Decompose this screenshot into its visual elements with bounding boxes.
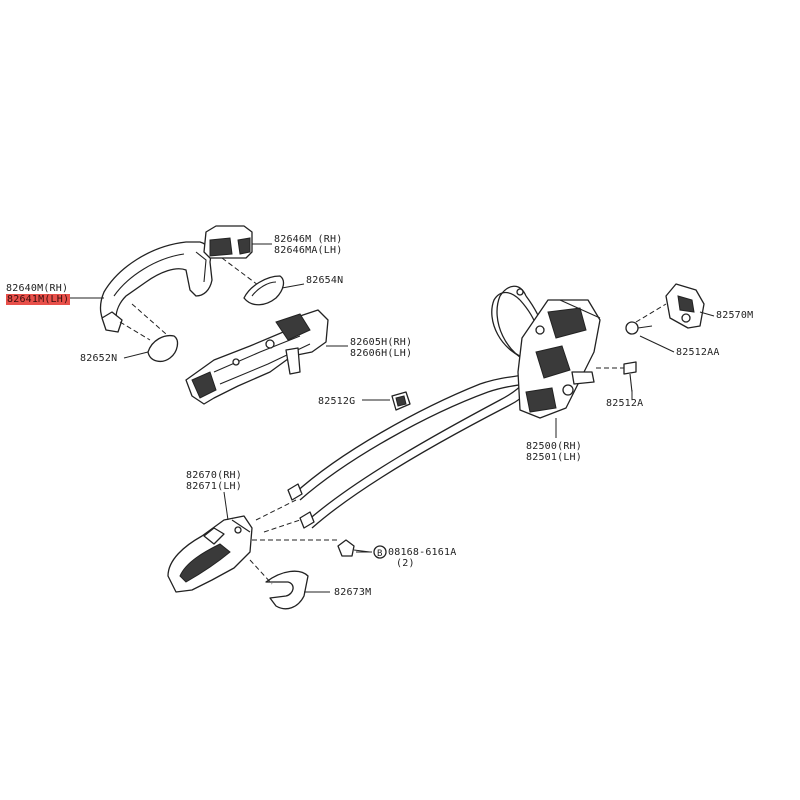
leader-lines [54,243,715,593]
label-bolt-part-number: 08168-6161A [388,547,457,558]
label-lock-actuator-lh: 82501(LH) [526,452,582,463]
striker [665,283,705,329]
control-cables [287,285,587,529]
label-lock-screw: 82512A [606,398,644,409]
label-striker: 82570M [716,310,754,321]
label-bolt-quantity: (2) [396,558,415,569]
escutcheon [203,225,253,259]
label-inside-handle-rh: 82670(RH) [186,470,242,481]
label-outside-handle-lh: 82641M(LH) [6,294,71,305]
inside-handle [167,515,253,593]
label-handle-bracket-rh: 82605H(RH) [350,337,413,348]
bolt [337,539,371,557]
label-escutcheon-gasket: 82654N [306,275,344,286]
label-striker-bolt: 82512AA [676,347,720,358]
label-outside-handle-rh: 82640M(RH) [6,283,69,294]
label-lock-actuator-rh: 82500(RH) [526,441,582,452]
outside-handle [99,241,213,333]
label-inside-handle-lh: 82671(LH) [186,481,242,492]
label-escutcheon-rh: 82646M (RH) [274,234,343,245]
label-escutcheon-lh: 82646MA(LH) [274,245,343,256]
bolt-marker: B [377,549,382,559]
label-clip: 82512G [318,396,356,407]
escutcheon-gasket [243,275,285,306]
lock-screw [623,361,637,393]
handle-bracket [185,309,329,405]
label-handle-bracket-lh: 82606H(LH) [350,348,413,359]
label-handle-gasket: 82652N [80,353,118,364]
handle-gasket [147,334,179,363]
inside-bezel [265,570,309,610]
clip [391,391,411,411]
bolt-marker-circle [373,545,387,559]
label-inside-bezel: 82673M [334,587,372,598]
door-lock-actuator [517,299,601,419]
striker-bolt [625,321,653,335]
